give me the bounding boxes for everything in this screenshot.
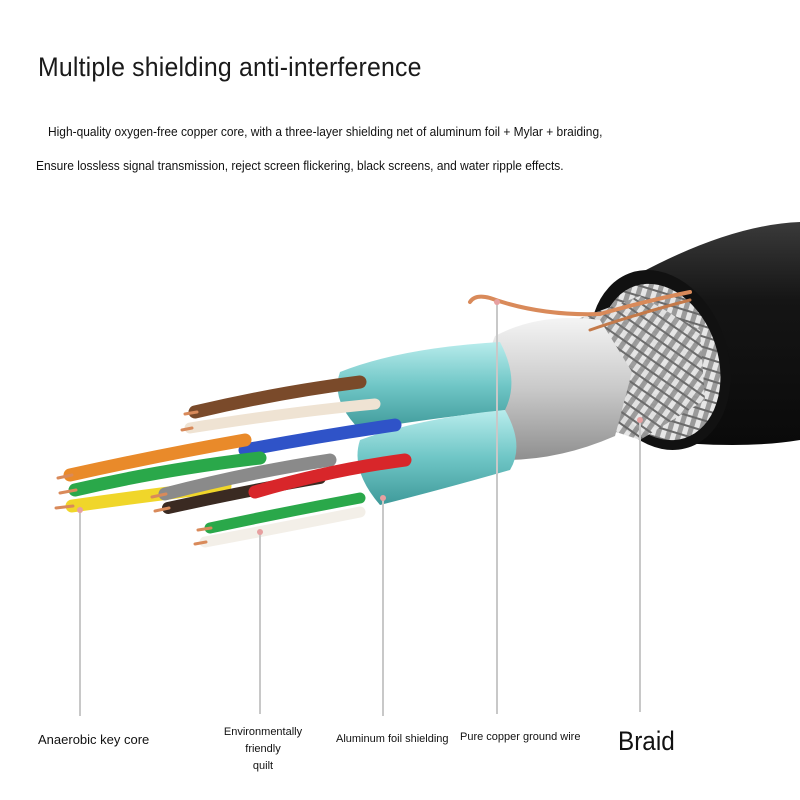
leader-lines — [79, 302, 641, 716]
wire-red — [248, 453, 412, 499]
aluminum-foil-layer — [484, 318, 632, 460]
label-braid: Braid — [618, 726, 675, 756]
mylar-sleeve-bottom — [357, 410, 517, 505]
wire-green-white — [204, 492, 366, 534]
page-title: Multiple shielding anti-interference — [38, 52, 422, 82]
wire-green — [68, 451, 267, 497]
ground-wire-2 — [588, 298, 692, 332]
ground-wire — [468, 290, 692, 317]
label-pure-copper-ground-wire: Pure copper ground wire — [460, 731, 581, 743]
wire-white — [199, 506, 366, 548]
description-line-2: Ensure lossless signal transmission, rej… — [36, 158, 564, 173]
wire-orange — [63, 433, 252, 482]
label-quilt-line-2: quilt — [252, 760, 274, 772]
wire-blue — [238, 418, 402, 457]
leader-dots — [77, 299, 643, 535]
wire-pairs — [63, 375, 412, 548]
label-environmentally-friendly-quilt: Environmentally friendly quilt — [206, 724, 320, 775]
label-quilt-line-1: Environmentally friendly — [223, 726, 303, 755]
mylar-sleeve-top — [337, 342, 512, 430]
label-anaerobic-key-core: Anaerobic key core — [38, 732, 150, 747]
copper-tips — [54, 410, 213, 546]
wire-brown — [188, 375, 367, 419]
description-line-1: High-quality oxygen-free copper core, wi… — [48, 124, 603, 139]
label-aluminum-foil-shielding: Aluminum foil shielding — [336, 733, 449, 745]
wire-brown-white — [184, 398, 381, 434]
wire-gray — [158, 453, 337, 501]
